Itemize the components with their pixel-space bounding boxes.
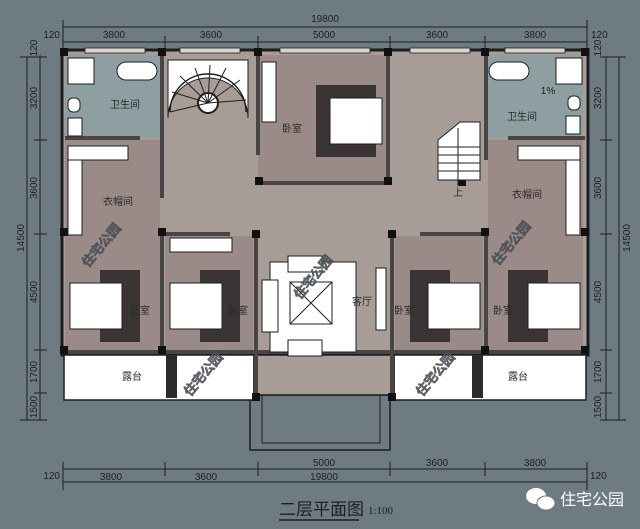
left-dimension: 4500 <box>29 280 40 303</box>
top-dimensions <box>62 20 588 50</box>
top-dimension: 3600 <box>426 30 449 41</box>
bottom-dimension: 3600 <box>426 458 449 469</box>
logo-text: 住宅公园 <box>560 490 624 509</box>
bottom-dimension: 3800 <box>524 458 547 469</box>
left-dimension: 3600 <box>29 176 40 199</box>
offset-dimension: 120 <box>29 39 40 56</box>
top-total-dimension: 19800 <box>311 14 339 25</box>
bottom-dimension: 3600 <box>195 472 218 483</box>
top-dimension: 3600 <box>200 30 223 41</box>
bed-icon <box>69 85 581 342</box>
bottom-dimension: 3800 <box>100 472 123 483</box>
offset-dimension: 120 <box>43 30 60 41</box>
room-label-bathroom-left: 卫生间 <box>110 98 140 111</box>
room-label-bedroom-top: 卧室 <box>282 122 302 135</box>
wechat-icon <box>526 488 556 511</box>
room-label-bedroom-mid-left: 卧室 <box>228 304 248 317</box>
bottom-dimension: 5000 <box>313 458 336 469</box>
straight-staircase <box>437 121 481 186</box>
terrace-left <box>63 354 255 401</box>
shower-icon <box>67 57 583 85</box>
bathtub-icon <box>116 61 158 81</box>
bottom-total-dimension: 19800 <box>310 472 338 483</box>
room-label-living: 客厅 <box>352 295 372 308</box>
top-dimension: 3800 <box>103 30 126 41</box>
right-dimension: 1700 <box>593 360 604 383</box>
room-label-bedroom-mid-right: 卧室 <box>394 304 414 317</box>
left-dimension: 1700 <box>29 360 40 383</box>
room-label-bedroom-right: 卧室 <box>493 304 513 317</box>
wardrobes <box>67 61 581 331</box>
columns <box>60 48 589 401</box>
right-dimension: 3200 <box>593 86 604 109</box>
slope-label: 1% <box>541 86 556 97</box>
porch <box>249 394 391 451</box>
left-dimension: 1500 <box>29 395 40 418</box>
right-dimension: 1500 <box>593 395 604 418</box>
living-extension <box>253 354 395 396</box>
room-label-closet-left: 衣帽间 <box>103 195 133 208</box>
spiral-staircase <box>167 59 249 119</box>
windows <box>84 47 566 54</box>
left-dimension: 3200 <box>29 86 40 109</box>
top-dimension: 3800 <box>524 30 547 41</box>
offset-dimension: 120 <box>590 471 607 482</box>
drawing-scale: 1:100 <box>368 505 394 517</box>
room-label-closet-right: 衣帽间 <box>512 188 542 201</box>
bathtub-icon <box>488 61 530 81</box>
planter <box>166 355 177 398</box>
room-label-bedroom-left: 卧室 <box>130 304 150 317</box>
room-label-terrace-left: 露台 <box>122 370 142 383</box>
right-total-dimension: 14500 <box>622 224 633 252</box>
planter <box>472 355 483 398</box>
stairs-up-label: 上 <box>453 187 463 199</box>
right-dimension: 3600 <box>593 176 604 199</box>
interior-walls <box>65 52 585 400</box>
offset-dimension: 120 <box>591 30 608 41</box>
right-dimensions <box>600 56 626 421</box>
bottom-dimensions <box>62 462 588 490</box>
sofa-set-icon <box>261 255 357 357</box>
toilet-icon <box>67 95 581 113</box>
drawing-title: 二层平面图 <box>279 500 364 520</box>
room-label-bathroom-right: 卫生间 <box>507 110 537 123</box>
right-dimension: 4500 <box>593 280 604 303</box>
left-dimensions <box>20 55 47 421</box>
sink-icon <box>67 115 581 137</box>
offset-dimension: 120 <box>43 471 60 482</box>
top-dimension: 5000 <box>313 30 336 41</box>
offset-dimension: 120 <box>593 39 604 56</box>
room-label-terrace-right: 露台 <box>508 370 528 383</box>
left-total-dimension: 14500 <box>16 224 27 252</box>
terrace-right <box>393 354 587 401</box>
